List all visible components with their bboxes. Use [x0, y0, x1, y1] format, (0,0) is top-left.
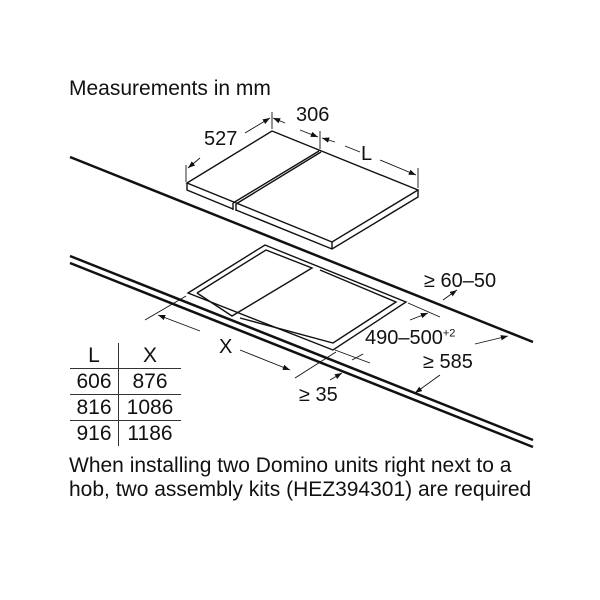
diagram-title: Measurements in mm	[69, 77, 271, 100]
front-clearance-dimension: ≥ 60–50	[424, 270, 497, 292]
hob-units	[185, 130, 420, 250]
cutout-depth-dimension: 490–500+2	[365, 327, 455, 350]
cutout-depth-value: 490–500	[365, 327, 443, 349]
worktop-front-edge	[69, 254, 534, 442]
length-dimension: L	[361, 143, 373, 165]
cutout-depth-tolerance: +2	[442, 327, 456, 340]
table-cell: 816	[70, 394, 119, 421]
dimension-lines	[144, 112, 509, 394]
table-cell: 1186	[118, 420, 181, 446]
table-cell: 916	[70, 420, 119, 446]
installation-note: When installing two Domino units right n…	[69, 454, 532, 501]
table-cell: 1086	[118, 394, 181, 421]
worktop-back-edge	[69, 155, 534, 344]
table-header-l: L	[70, 343, 119, 369]
worktop-cutout	[186, 244, 408, 351]
table-cell: 606	[70, 368, 119, 395]
worktop-front-edge-lower	[69, 261, 534, 449]
counter-depth-dimension: ≥ 585	[423, 351, 473, 373]
table-header-x: X	[142, 344, 157, 367]
table-cell: 876	[118, 368, 181, 395]
cutout-width-dimension: X	[219, 336, 233, 358]
side-clearance-dimension: ≥ 35	[299, 384, 338, 406]
unit-width-dimension: 306	[296, 104, 330, 126]
depth-dimension: 527	[204, 128, 238, 150]
